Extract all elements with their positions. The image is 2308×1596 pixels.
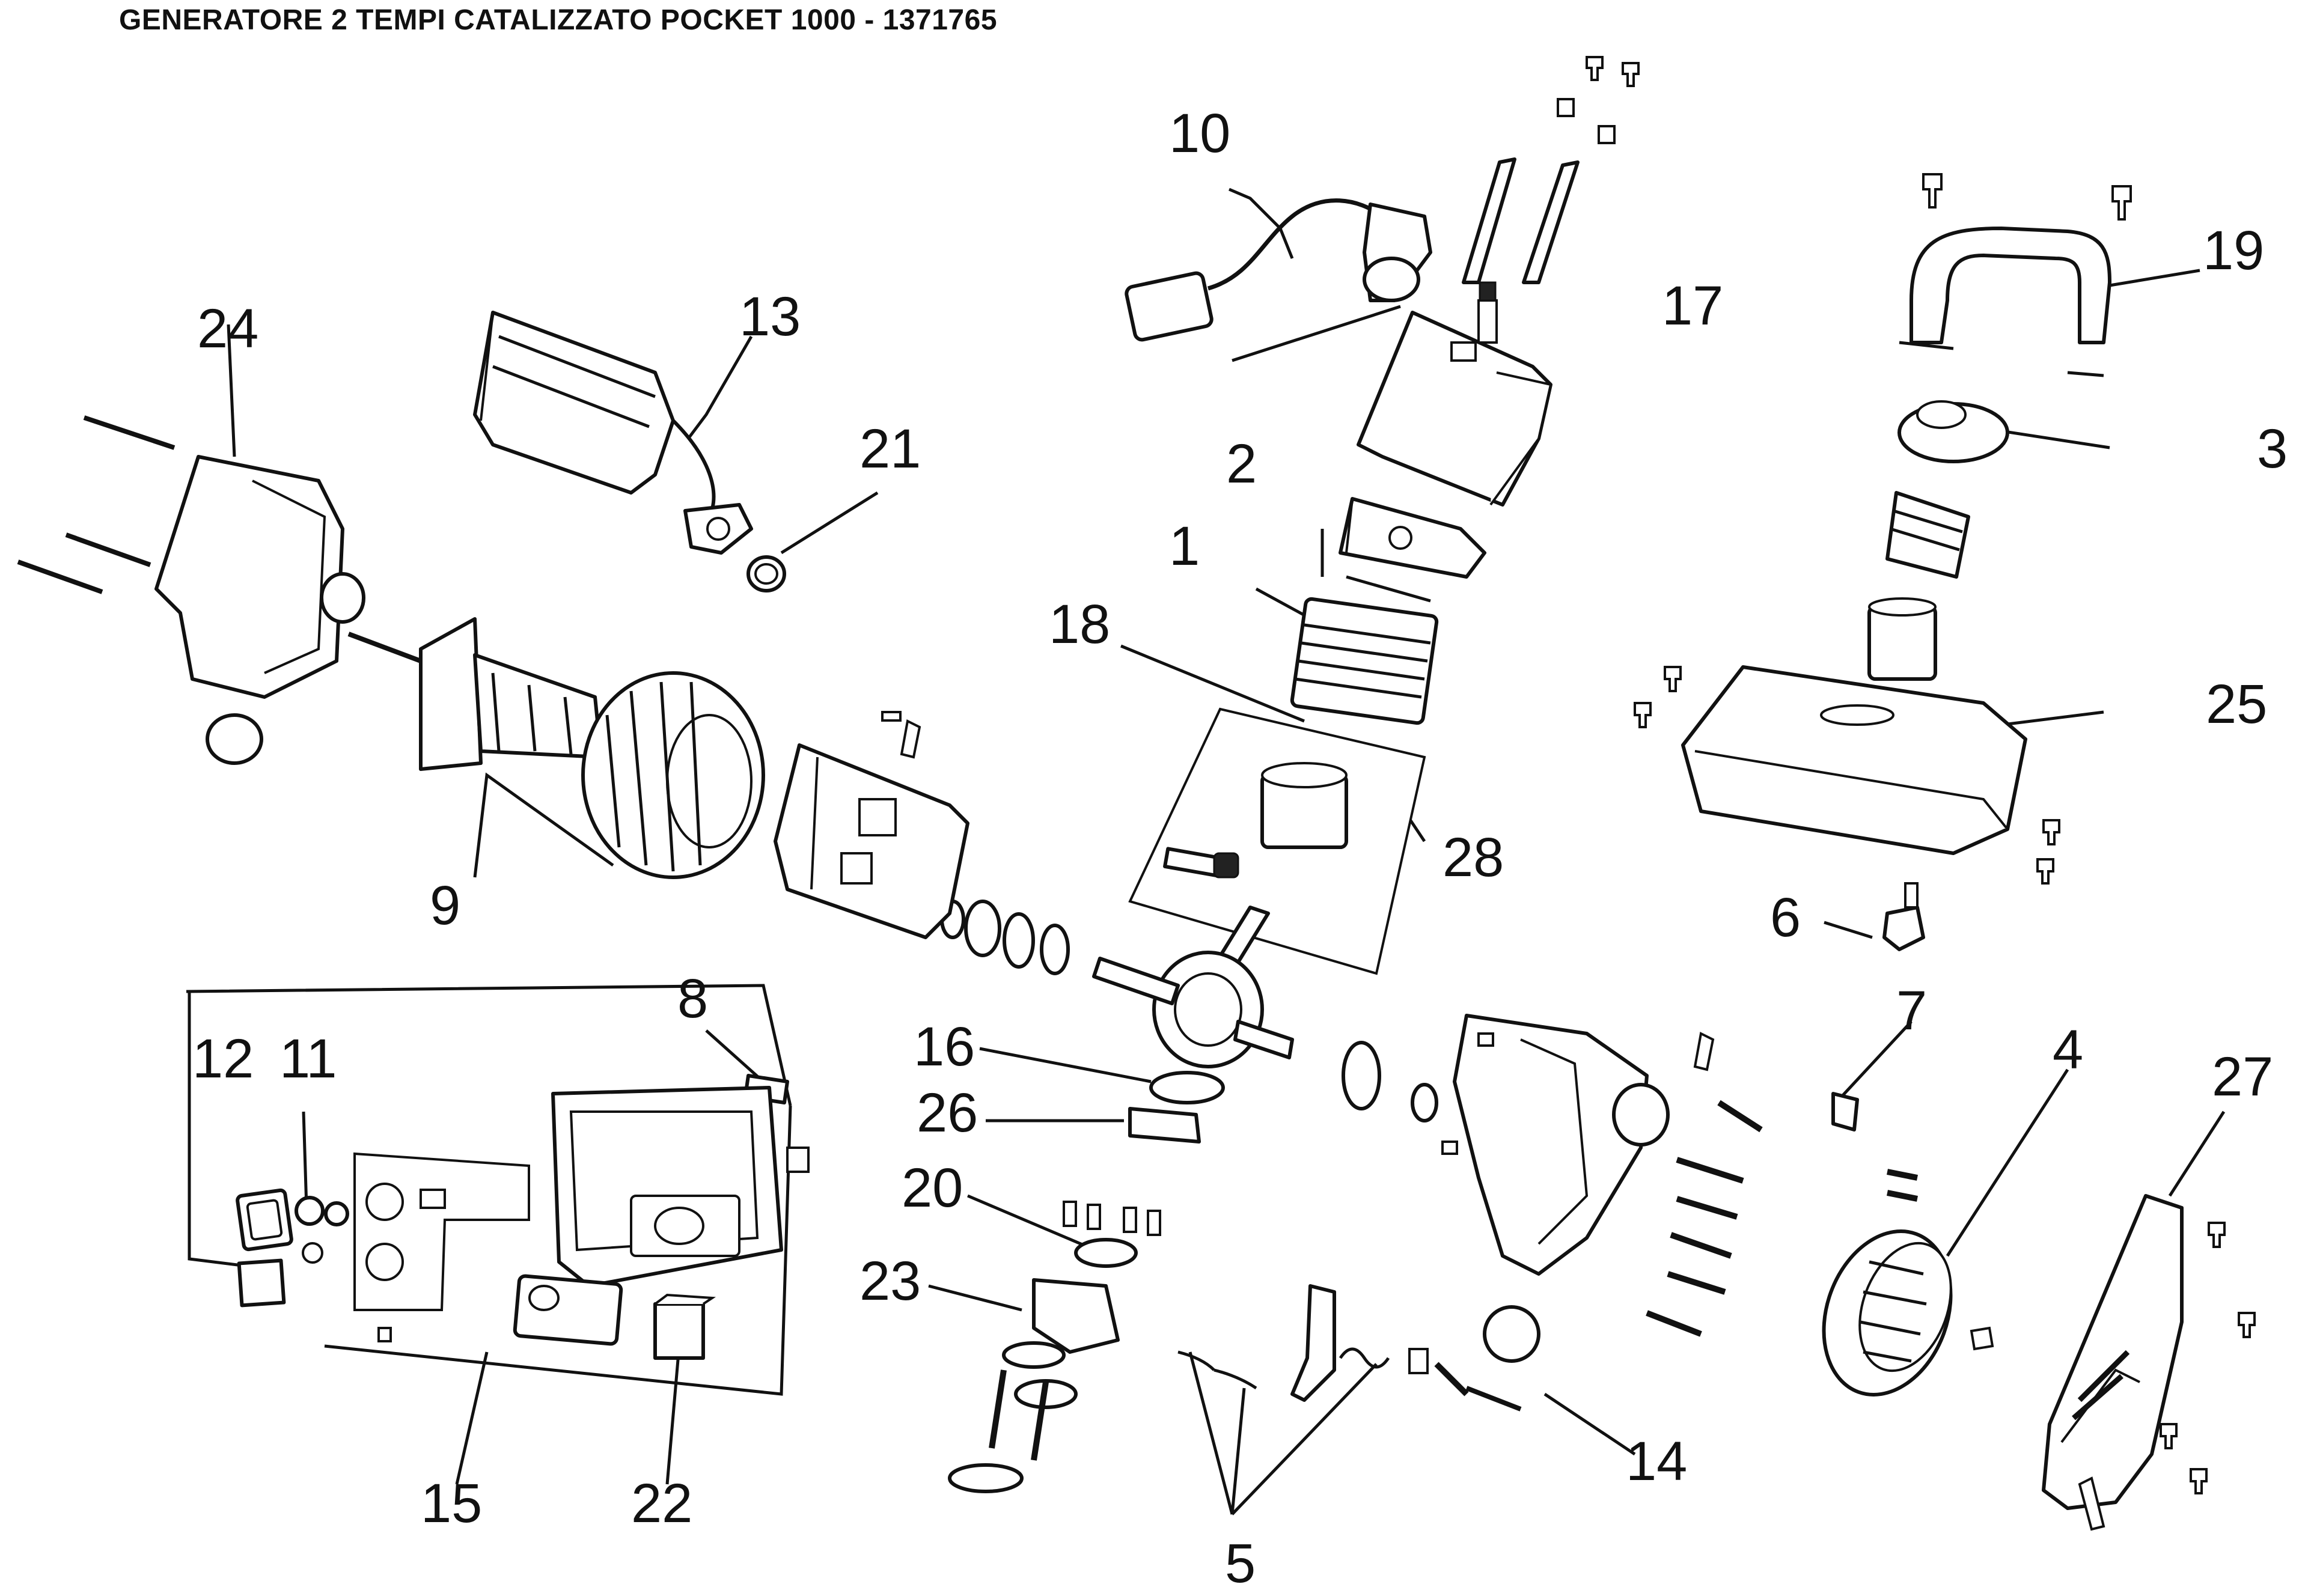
leader-11 <box>302 1111 308 1208</box>
part-label-26: 26 <box>917 1082 978 1144</box>
leader-9 <box>473 772 614 878</box>
switch-part <box>1831 1092 1918 1202</box>
gasket-ring-part <box>746 555 786 592</box>
part-label-17: 17 <box>1662 275 1723 337</box>
part-drawings <box>17 56 2256 1531</box>
part-label-3: 3 <box>2257 418 2288 480</box>
part-label-13: 13 <box>739 286 801 347</box>
part-label-23: 23 <box>859 1250 921 1312</box>
bolts-part <box>1646 1032 1763 1337</box>
rotor-stator-part <box>419 617 765 879</box>
part-label-4: 4 <box>2053 1019 2083 1080</box>
part-label-15: 15 <box>421 1473 482 1534</box>
leader-5c <box>1231 1363 1378 1515</box>
leader-14 <box>1543 1392 1636 1456</box>
leader-27 <box>2168 1110 2226 1197</box>
leader-bracket-top <box>186 984 792 1106</box>
part-label-24: 24 <box>197 298 258 359</box>
muffler-part <box>473 311 753 555</box>
leader-4 <box>1946 1068 2069 1257</box>
leader-21 <box>780 491 879 555</box>
leader-18 <box>1120 644 1305 723</box>
crankcase-right-part <box>1441 1014 1670 1363</box>
part-label-19: 19 <box>2203 220 2264 281</box>
crankshaft-part <box>1092 906 1294 1068</box>
leader-24 <box>227 324 236 457</box>
flywheel-part <box>1822 1229 1994 1396</box>
leader-17 <box>1232 305 1401 362</box>
part-label-9: 9 <box>430 875 460 936</box>
cylinder-part <box>1290 597 1439 725</box>
leader-20 <box>967 1194 1088 1249</box>
recoil-cover-part <box>2042 1194 2256 1531</box>
box-part <box>653 1293 716 1360</box>
leader-23 <box>928 1284 1022 1312</box>
part-label-12: 12 <box>192 1028 254 1089</box>
part-label-8: 8 <box>677 968 708 1029</box>
leader-7 <box>1832 1020 1913 1107</box>
part-label-16: 16 <box>914 1016 975 1077</box>
part-label-25: 25 <box>2206 674 2267 735</box>
sockets-part <box>236 1188 349 1308</box>
leader-5b <box>1230 1387 1246 1515</box>
part-label-28: 28 <box>1442 827 1504 888</box>
governor-parts <box>1177 1284 1522 1412</box>
leader-8 <box>705 1029 765 1083</box>
leader-5a <box>1188 1351 1234 1515</box>
part-label-18: 18 <box>1049 594 1110 655</box>
part-label-27: 27 <box>2212 1046 2273 1107</box>
part-label-5: 5 <box>1225 1533 1256 1594</box>
fuel-cap-part <box>1897 400 2009 463</box>
handle-part <box>1899 173 2132 377</box>
leader-bracket-bottom <box>324 1105 792 1396</box>
leader-16 <box>979 1047 1152 1083</box>
control-panel-part <box>353 1086 810 1346</box>
part-label-1: 1 <box>1169 516 1200 577</box>
leader-13 <box>687 335 753 440</box>
fuel-filter-part <box>1867 491 1970 681</box>
carburetor-group-part <box>948 1071 1225 1493</box>
piston-kit-part <box>1128 707 1426 975</box>
part-label-7: 7 <box>1896 980 1927 1041</box>
part-label-6: 6 <box>1770 887 1801 948</box>
bearings-part <box>940 900 1438 1122</box>
end-cover-part <box>17 415 446 765</box>
crankcase-left-part <box>774 711 969 939</box>
part-label-14: 14 <box>1626 1431 1687 1492</box>
leader-22 <box>665 1345 681 1485</box>
part-label-10: 10 <box>1169 103 1230 164</box>
leader-15 <box>455 1351 489 1485</box>
part-label-20: 20 <box>902 1157 963 1219</box>
part-labels: 10 17 19 3 2 1 18 25 28 6 7 4 27 14 5 16… <box>192 103 2288 1594</box>
part-label-11: 11 <box>279 1028 337 1089</box>
part-label-2: 2 <box>1226 433 1257 495</box>
fuel-tap-part <box>1882 882 1925 951</box>
leader-6 <box>1824 921 1873 939</box>
fuel-tank-part <box>1634 665 2060 885</box>
diagram-title: GENERATORE 2 TEMPI CATALIZZATO POCKET 10… <box>119 4 998 36</box>
ignition-coil-part <box>1125 198 1432 342</box>
part-label-22: 22 <box>631 1473 692 1534</box>
cylinder-head-part <box>1339 497 1486 603</box>
part-label-21: 21 <box>859 418 921 480</box>
leader-10 <box>1229 187 1294 259</box>
cylinder-shroud-part <box>1357 56 1640 507</box>
